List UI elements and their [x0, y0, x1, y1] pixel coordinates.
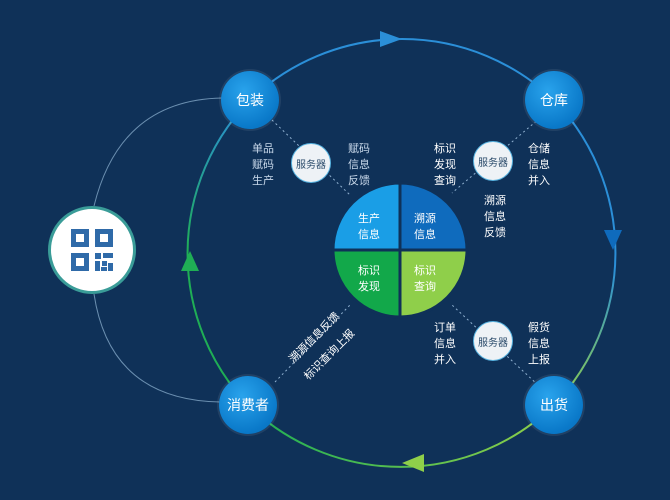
node-consumer: 消费者 [219, 376, 277, 434]
qr-arc-bottom [93, 293, 221, 403]
label-ship-right: 假货 信息 上报 [528, 321, 550, 366]
label-ship-left: 订单 信息 并入 [434, 321, 456, 366]
server-packaging: 服务器 [291, 143, 331, 183]
arrow-bottom [402, 454, 424, 472]
quadrant-production-info: 生产 信息 [358, 212, 380, 241]
qr-arc-top [93, 97, 223, 207]
quadrant-trace-info: 溯源 信息 [414, 212, 436, 241]
arrow-right [604, 230, 622, 250]
label-trace-feedback: 溯源 信息 反馈 [484, 194, 506, 239]
arc-top [249, 38, 555, 101]
node-warehouse: 仓库 [525, 71, 583, 129]
arc-left [186, 99, 251, 406]
server-shipping: 服务器 [473, 321, 513, 361]
arrow-top [380, 31, 402, 47]
label-pack-left: 单品 赋码 生产 [252, 142, 274, 187]
label-ware-right: 仓储 信息 并入 [528, 142, 550, 187]
node-shipping: 出货 [525, 376, 583, 434]
label-ware-left: 标识 发现 查询 [434, 142, 456, 187]
qr-node [48, 206, 136, 294]
server-warehouse: 服务器 [473, 141, 513, 181]
quadrant-bottom-left [331, 248, 402, 319]
quadrant-top-left [331, 181, 402, 252]
qr-code-icon [71, 229, 113, 271]
arrow-left [181, 251, 199, 271]
node-packaging: 包装 [221, 71, 279, 129]
quadrant-top-right [398, 181, 469, 252]
arc-bottom [247, 404, 555, 468]
arc-right [553, 99, 617, 406]
quadrant-id-discovery: 标识 发现 [358, 264, 380, 293]
quadrant-id-query: 标识 查询 [414, 264, 436, 293]
quadrant-bottom-right [398, 248, 469, 319]
label-pack-right: 赋码 信息 反馈 [348, 142, 370, 187]
